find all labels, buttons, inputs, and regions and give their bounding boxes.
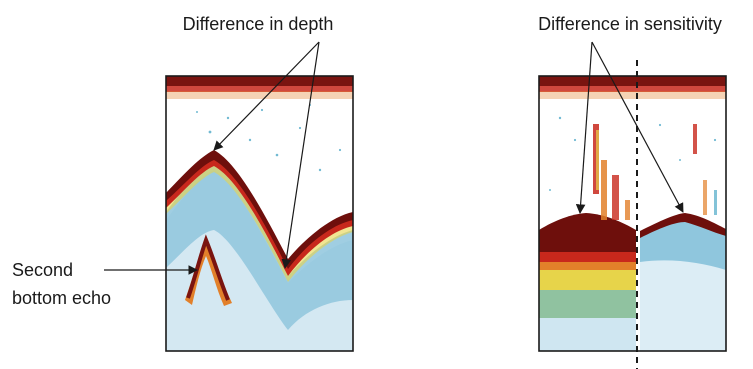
sensitivity-arrow-right [591,41,684,213]
right-panel-frame [538,75,727,352]
label-second-line2: bottom echo [12,288,111,308]
sensitivity-arrow-left [575,41,593,214]
low-sensitivity-bottom-echo [640,213,726,238]
left-echogram-panel [165,75,354,352]
right-echo-display [539,76,726,351]
second-bottom-echo [185,238,232,306]
left-panel-frame [165,75,354,352]
left-surface-band [166,76,353,86]
depth-arrow-right [281,41,320,269]
label-second-line1: Second [12,260,73,280]
label-difference-in-sensitivity: Difference in sensitivity [538,14,722,34]
fish-echo-right [693,124,697,154]
label-difference-in-depth: Difference in depth [183,14,334,34]
annotations: Difference in depth Difference in sensit… [12,14,722,308]
right-surface-band [539,76,726,86]
right-echogram-panel [538,60,727,369]
left-echo-display [166,76,353,351]
left-bottom-echo [166,150,353,269]
high-sensitivity-bottom-echo [539,213,636,252]
depth-arrow-left [213,41,320,151]
